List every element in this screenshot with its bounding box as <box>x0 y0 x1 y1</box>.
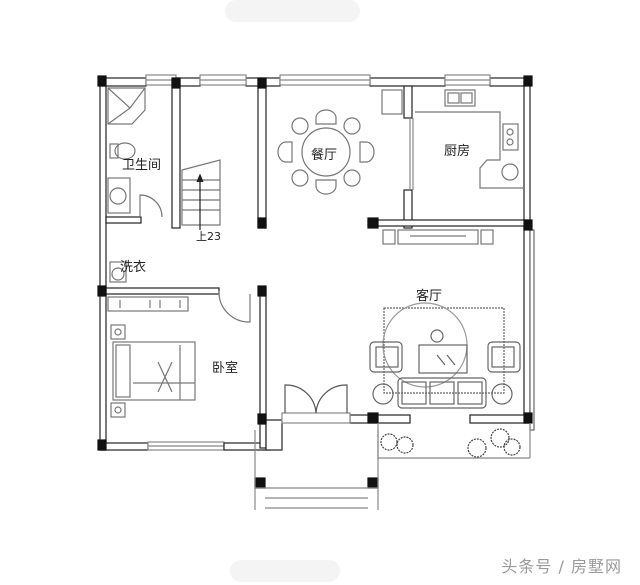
watermark: 头条号 / 房墅网 <box>501 557 622 576</box>
dining-table <box>277 89 403 195</box>
room-label-dining: 餐厅 <box>311 148 338 163</box>
bedroom-furniture <box>110 324 196 418</box>
room-label-bathroom: 卫生间 <box>122 158 162 173</box>
columns <box>97 75 533 489</box>
bathroom-fixtures <box>107 87 163 218</box>
background-smudge <box>225 0 360 22</box>
tv-cabinet <box>382 229 494 245</box>
kitchen-fixtures <box>415 89 524 189</box>
entrance-door <box>284 384 348 414</box>
porch <box>254 430 379 510</box>
stairs-label: 上23 <box>196 230 221 243</box>
room-label-kitchen: 厨房 <box>444 144 471 159</box>
exterior-walls <box>99 74 535 451</box>
background-smudge <box>230 560 340 582</box>
balcony-plants <box>377 423 531 460</box>
laundry-fixtures <box>107 261 251 323</box>
sofa-set <box>369 302 521 409</box>
room-label-laundry: 洗衣 <box>120 260 147 275</box>
room-label-living: 客厅 <box>416 289 443 304</box>
room-label-bedroom: 卧室 <box>212 361 239 376</box>
stairs <box>181 159 221 230</box>
